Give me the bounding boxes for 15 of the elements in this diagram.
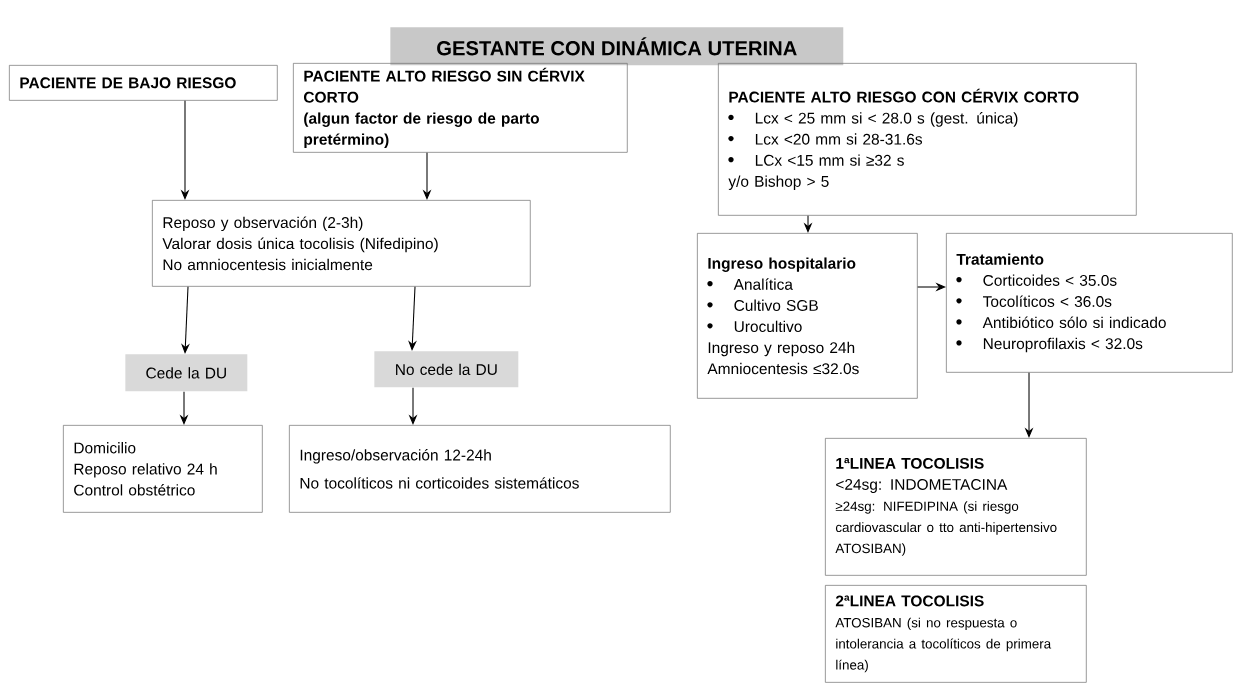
title-banner: GESTANTE CON DINÁMICA UTERINA — [390, 27, 844, 66]
process-box: PACIENTE DE BAJO RIESGO — [9, 65, 278, 101]
process-box: Domicilio Reposo relativo 24 h Control obstétrico — [63, 425, 263, 513]
process-box: Ingreso/observación 12-24h No tocolíticos ni corticoides sistemáticos — [289, 425, 671, 513]
process-box: Reposo y observación (2-3h) Valorar dosis única tocolisis (Nifedipino) No amniocentesis inicialmente — [152, 200, 531, 287]
condition-box: Cede la DU — [125, 354, 248, 392]
process-box: 2ªLINEA TOCOLISIS ATOSIBAN (si no respuesta o intolerancia a tocolíticos de primera línea) — [825, 585, 1087, 683]
arrow — [181, 286, 190, 354]
process-box: PACIENTE ALTO RIESGO SIN CÉRVIX CORTO (algun factor de riesgo de parto pretérmino) — [293, 63, 628, 153]
process-box: Ingreso hospitalario Analítica Cultivo SGB Urocultivo Ingreso y reposo 24h Amniocentesis ≤32.0s — [697, 233, 918, 399]
process-box: Tratamiento Corticoides < 35.0s Tocolíticos < 36.0s Antibiótico sólo si indicado Neuroprofilaxis < 32.0s — [946, 233, 1233, 373]
condition-box: No cede la DU — [374, 351, 519, 388]
process-box: PACIENTE ALTO RIESGO CON CÉRVIX CORTO Lcx < 25 mm si < 28.0 s (gest. única) Lcx <20 mm si 28-31.6s LCx <15 mm si ≥32 s y/o Bishop > 5 — [718, 63, 1137, 216]
arrow — [408, 286, 417, 351]
process-box: 1ªLINEA TOCOLISIS <24sg: INDOMETACINA ≥24sg: NIFEDIPINA (si riesgo cardiovascular o tto anti-hipertensivo ATOSIBAN) — [825, 438, 1087, 576]
